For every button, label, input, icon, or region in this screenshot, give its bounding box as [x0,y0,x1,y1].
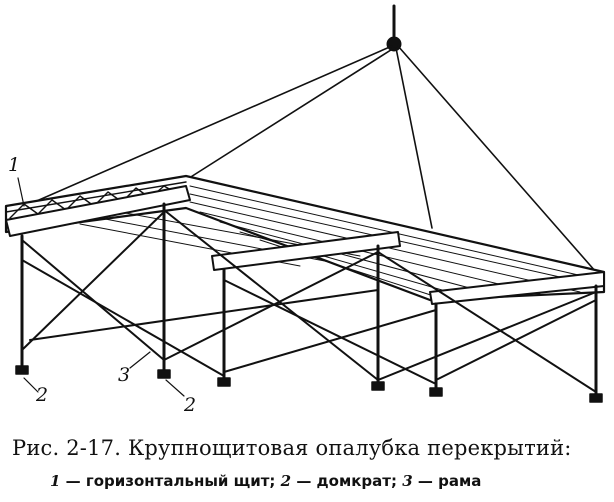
middle-beam [211,231,401,271]
callout-jack-middle: 2 [184,394,197,416]
leaders [17,177,185,397]
bracing [21,209,597,393]
posts [20,202,598,398]
formwork-illustration [4,4,606,403]
legend-text-2: — домкрат; [296,472,397,490]
callout-frame: 3 [118,364,131,386]
legend-num-3: 3 [402,472,413,490]
legend-text-1: — горизонтальный щит; [65,472,276,490]
front-beam [5,185,191,237]
caption-title: Рис. 2-17. Крупнощитовая опалубка перекр… [12,436,572,460]
slings [15,45,597,273]
legend-num-1: 1 [50,472,61,490]
caption-legend: 1 — горизонтальный щит; 2 — домкрат; 3 —… [50,472,481,490]
legend-text-3: — рама [417,472,482,490]
jacks [15,365,603,403]
callout-jack-left: 2 [36,384,49,406]
back-beam [429,271,605,305]
legend-num-2: 2 [280,472,292,490]
callout-slab: 1 [8,154,21,176]
formwork-drawing: 1 2 2 3 [4,4,606,416]
